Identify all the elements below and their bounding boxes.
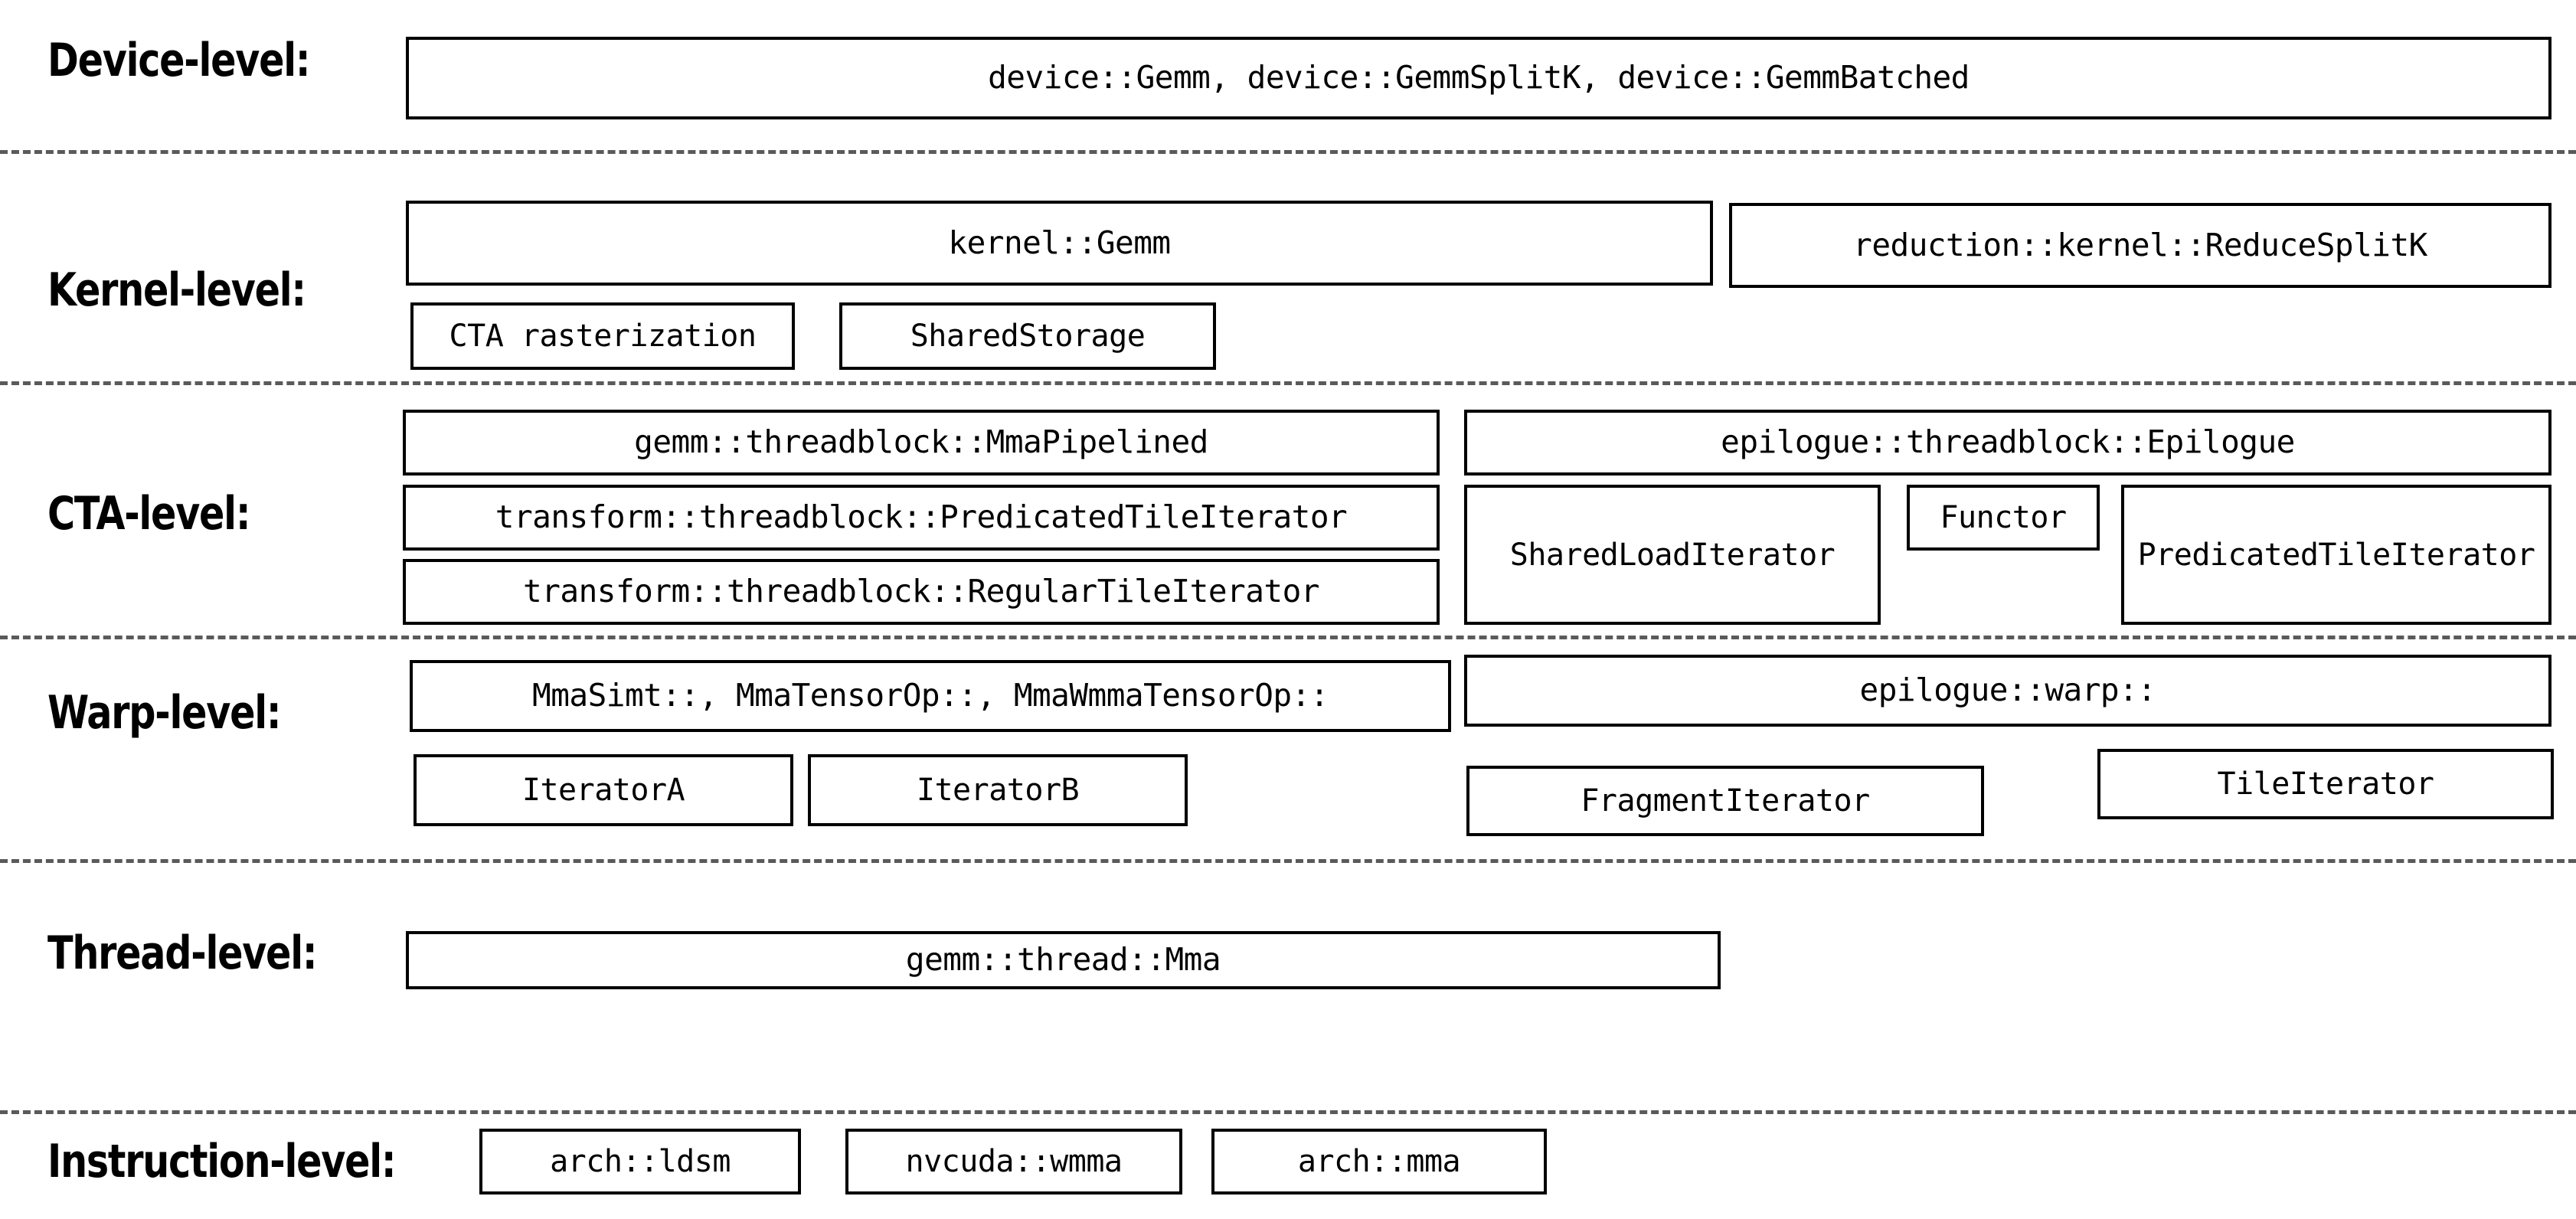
box-mma-ops[interactable]: MmaSimt::, MmaTensorOp::, MmaWmmaTensorO… <box>410 660 1451 732</box>
box-fragmentiterator[interactable]: FragmentIterator <box>1466 766 1984 836</box>
box-kernel-gemm-label: kernel::Gemm <box>948 224 1171 261</box>
box-predicatedtileiterator[interactable]: PredicatedTileIterator <box>2121 485 2551 625</box>
divider-thread-instruction <box>0 1110 2576 1114</box>
box-gemm-threadblock-mmapipelined[interactable]: gemm::threadblock::MmaPipelined <box>403 410 1440 476</box>
box-shared-storage-label: SharedStorage <box>910 319 1146 354</box>
box-epilogue-warp[interactable]: epilogue::warp:: <box>1464 655 2551 727</box>
level-label-thread: Thread-level: <box>47 927 318 980</box>
box-epilogue-threadblock-epilogue-label: epilogue::threadblock::Epilogue <box>1721 423 2295 461</box>
box-functor-label: Functor <box>1940 500 2067 535</box>
box-tileiterator-label: TileIterator <box>2217 766 2434 802</box>
box-arch-mma-label: arch::mma <box>1297 1144 1461 1179</box>
box-iterator-a-label: IteratorA <box>521 773 685 808</box>
divider-cta-warp <box>0 636 2576 639</box>
box-epilogue-warp-label: epilogue::warp:: <box>1859 672 2156 709</box>
level-label-cta: CTA-level: <box>47 487 250 541</box>
box-cta-rasterization-label: CTA rasterization <box>449 319 757 354</box>
box-functor[interactable]: Functor <box>1907 485 2100 551</box>
box-fragmentiterator-label: FragmentIterator <box>1581 783 1870 819</box>
box-kernel-gemm[interactable]: kernel::Gemm <box>406 201 1713 286</box>
level-label-device: Device-level: <box>47 34 311 87</box>
box-arch-ldsm-label: arch::ldsm <box>550 1144 731 1179</box>
box-iterator-b-label: IteratorB <box>916 773 1080 808</box>
box-nvcuda-wmma[interactable]: nvcuda::wmma <box>845 1129 1182 1194</box>
box-gemm-thread-mma-label: gemm::thread::Mma <box>905 941 1221 979</box>
box-transform-threadblock-predicatedtileiterator[interactable]: transform::threadblock::PredicatedTileIt… <box>403 485 1440 551</box>
level-label-warp: Warp-level: <box>47 686 282 740</box>
box-device-gemm-label: device::Gemm, device::GemmSplitK, device… <box>988 59 1970 96</box>
box-tileiterator[interactable]: TileIterator <box>2097 749 2554 819</box>
box-device-gemm[interactable]: device::Gemm, device::GemmSplitK, device… <box>406 37 2551 119</box>
box-reduction-kernel-reducesplitk-label: reduction::kernel::ReduceSplitK <box>1853 226 2427 263</box>
box-epilogue-threadblock-epilogue[interactable]: epilogue::threadblock::Epilogue <box>1464 410 2551 476</box>
box-mma-ops-label: MmaSimt::, MmaTensorOp::, MmaWmmaTensorO… <box>532 677 1329 714</box>
box-arch-ldsm[interactable]: arch::ldsm <box>479 1129 801 1194</box>
box-sharedloaditerator[interactable]: SharedLoadIterator <box>1464 485 1881 625</box>
box-iterator-a[interactable]: IteratorA <box>414 754 793 826</box>
box-gemm-threadblock-mmapipelined-label: gemm::threadblock::MmaPipelined <box>634 423 1208 461</box>
box-reduction-kernel-reducesplitk[interactable]: reduction::kernel::ReduceSplitK <box>1729 203 2551 288</box>
box-predicatedtileiterator-label: PredicatedTileIterator <box>2137 537 2535 573</box>
level-label-kernel: Kernel-level: <box>47 263 306 317</box>
box-transform-threadblock-regulartileiterator-label: transform::threadblock::RegularTileItera… <box>523 573 1319 610</box>
box-arch-mma[interactable]: arch::mma <box>1211 1129 1547 1194</box>
divider-device-kernel <box>0 150 2576 154</box>
box-sharedloaditerator-label: SharedLoadIterator <box>1509 537 1836 573</box>
box-cta-rasterization[interactable]: CTA rasterization <box>410 302 795 370</box>
box-iterator-b[interactable]: IteratorB <box>808 754 1188 826</box>
box-transform-threadblock-predicatedtileiterator-label: transform::threadblock::PredicatedTileIt… <box>495 498 1348 536</box>
level-label-instruction: Instruction-level: <box>47 1135 397 1188</box>
box-shared-storage[interactable]: SharedStorage <box>839 302 1216 370</box>
box-nvcuda-wmma-label: nvcuda::wmma <box>905 1144 1123 1179</box>
box-gemm-thread-mma[interactable]: gemm::thread::Mma <box>406 931 1721 989</box>
divider-warp-thread <box>0 859 2576 863</box>
divider-kernel-cta <box>0 381 2576 385</box>
box-transform-threadblock-regulartileiterator[interactable]: transform::threadblock::RegularTileItera… <box>403 559 1440 625</box>
